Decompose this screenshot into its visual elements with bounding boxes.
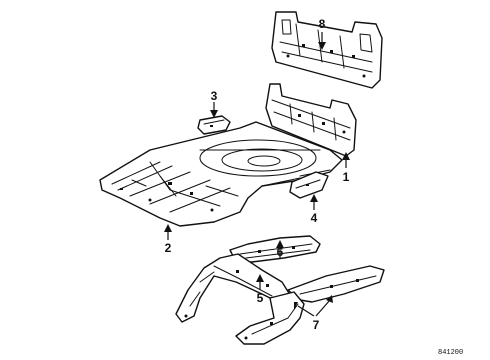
part-1-rear-panel [265, 83, 357, 157]
leader-4 [310, 194, 318, 210]
part-2-floor-pan [99, 121, 343, 227]
callout-7: 7 [313, 318, 320, 332]
leader-3 [210, 102, 218, 118]
leader-1 [342, 152, 350, 168]
part-6-cross-member [229, 235, 321, 263]
callout-4: 4 [311, 211, 318, 225]
part-3-bracket [197, 115, 231, 135]
diagram-code: 841200 [438, 349, 463, 357]
part-5-side-rail [175, 253, 293, 323]
part-7-side-rail [235, 265, 385, 345]
leader-8 [318, 32, 326, 50]
leader-6 [276, 240, 284, 258]
leader-5 [256, 274, 264, 290]
part-4-bracket [289, 171, 329, 199]
leader-7 [294, 295, 333, 317]
callout-6: 6 [277, 245, 284, 259]
callout-5: 5 [257, 291, 264, 305]
part-8-upper-rear-panel [271, 11, 383, 89]
callout-1: 1 [343, 170, 350, 184]
leader-2 [164, 224, 172, 240]
callout-2: 2 [165, 241, 172, 255]
callout-3: 3 [211, 89, 218, 103]
callout-8: 8 [319, 17, 326, 31]
